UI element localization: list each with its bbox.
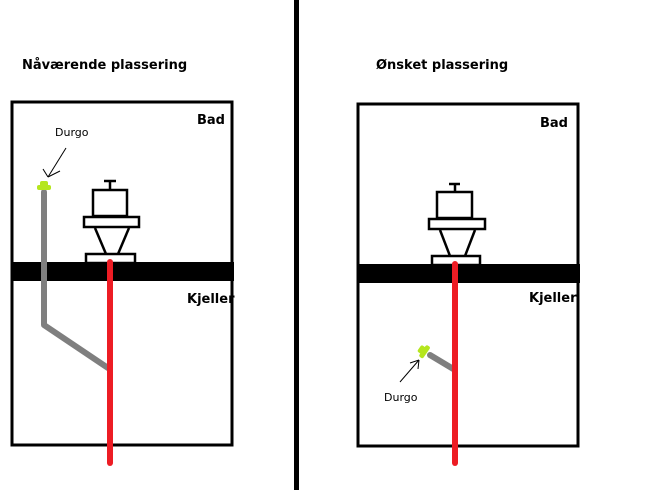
toilet-icon (82, 179, 141, 265)
durgo-valve-icon (37, 181, 51, 190)
panel-divider (294, 0, 299, 490)
arrow-icon (42, 147, 67, 178)
durgo-label: Durgo (384, 391, 418, 404)
arrow-icon (399, 359, 420, 383)
floor-slab (358, 264, 580, 283)
room-label-kjeller: Kjeller (187, 292, 235, 307)
room-label-kjeller: Kjeller (529, 291, 577, 306)
durgo-label: Durgo (55, 126, 89, 139)
durgo-valve-icon (417, 345, 430, 359)
panel-current: Nåværende plassering Bad Kjeller (10, 58, 235, 466)
toilet-icon (427, 182, 487, 267)
panel-title: Ønsket plassering (376, 58, 508, 73)
room-label-bad: Bad (197, 113, 225, 128)
room-label-bad: Bad (540, 116, 568, 131)
panel-desired: Ønsket plassering Bad Kjeller Du (356, 58, 580, 466)
panel-title: Nåværende plassering (22, 58, 187, 73)
grey-pipe (41, 189, 111, 371)
floor-slab (12, 262, 234, 281)
grey-pipe (427, 352, 458, 373)
